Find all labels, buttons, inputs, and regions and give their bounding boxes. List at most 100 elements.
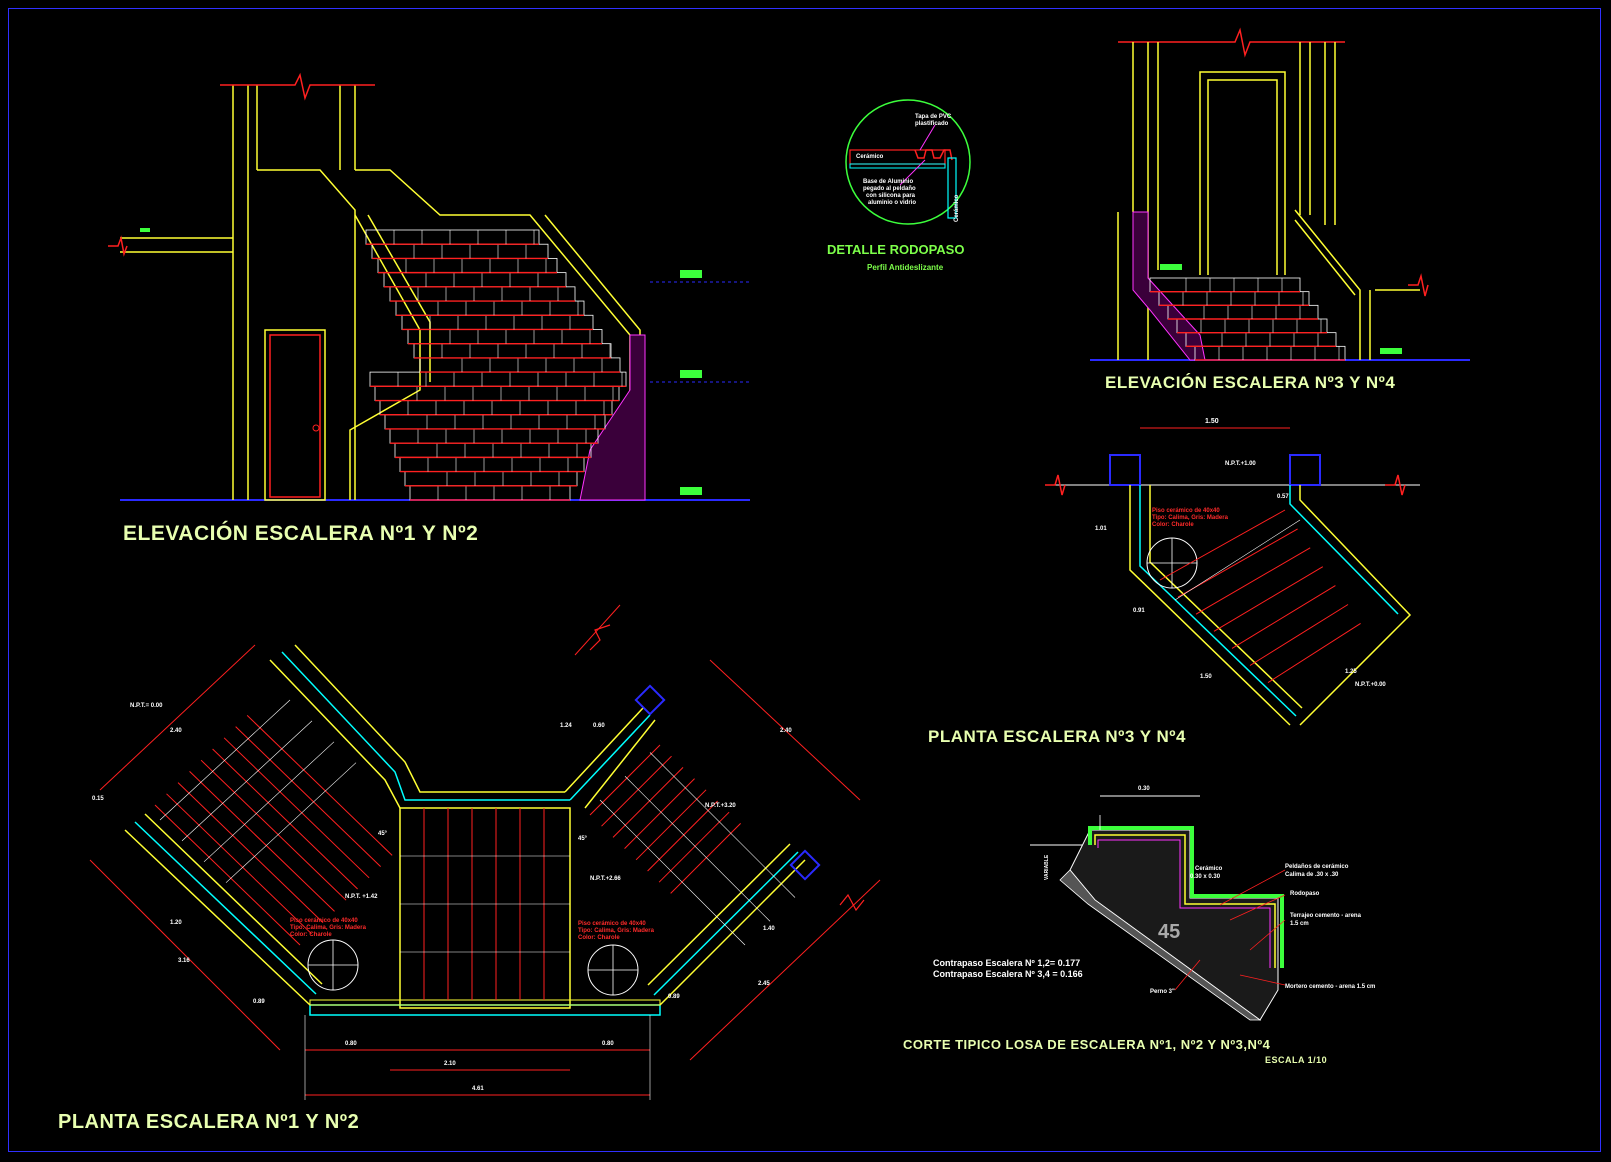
- dim-1-01: 1.01: [1095, 526, 1107, 532]
- dim-1-50-top: 1.50: [1205, 418, 1219, 425]
- level-npt-3-20: N.P.T.+3.20: [705, 803, 736, 809]
- tread-left: [246, 715, 393, 856]
- note-piso-left-b: Tipo: Calima, Gris: Madera: [290, 925, 367, 931]
- dim-2-45: 2.45: [758, 981, 770, 987]
- dim-2-40-right: 2.40: [780, 728, 792, 734]
- plan-stair-3-4: [1045, 427, 1420, 726]
- dim-0-15: 0.15: [92, 796, 104, 802]
- elevation-stair-1-2-steps: [365, 229, 627, 501]
- dim-1-50: 1.50: [1200, 674, 1212, 680]
- tread-left: [223, 737, 370, 879]
- tread-right: [670, 823, 741, 894]
- level-npt-1-42: N.P.T. +1.42: [345, 894, 378, 900]
- drawing-frame: [8, 8, 1601, 1152]
- step-riser: [369, 371, 627, 387]
- tread-edge: [1174, 519, 1301, 601]
- note-piso-right-c: Color: Charole: [578, 935, 620, 941]
- step-riser: [389, 428, 599, 444]
- label-escala: ESCALA 1/10: [1265, 1055, 1327, 1065]
- label-plastificado: plastificado: [915, 121, 949, 127]
- tread-line: [1159, 509, 1286, 581]
- dim-0-91: 0.91: [1133, 608, 1145, 614]
- step-riser: [1185, 332, 1337, 347]
- dim-0-60: 0.60: [593, 723, 605, 729]
- elevation-stair-3-4-steps: [1149, 277, 1346, 361]
- elevation-stair-3-4: [1090, 27, 1470, 361]
- step-riser: [1194, 345, 1346, 361]
- dim-0-57: 0.57: [1277, 494, 1289, 500]
- tread-left: [235, 726, 381, 867]
- note-piso-right-b: Tipo: Calima, Gris: Madera: [578, 928, 655, 934]
- label-ceramico-corte: Cerámico: [1195, 866, 1223, 872]
- label-contrapaso-1-2: Contrapaso Escalera Nº 1,2= 0.177: [933, 958, 1080, 968]
- title-corte-tipico: CORTE TIPICO LOSA DE ESCALERA Nº1, Nº2 Y…: [903, 1037, 1271, 1052]
- plan-stair-3-4-treads: [1159, 509, 1361, 684]
- note-piso-a: Piso cerámico de 40x40: [1152, 508, 1220, 514]
- title-detalle-rodopaso: DETALLE RODOPASO: [827, 242, 964, 257]
- step-riser: [419, 357, 621, 373]
- angle-45-left: 45°: [378, 831, 388, 837]
- tread-right: [647, 800, 718, 872]
- plan-stair-1-2-treads: [154, 699, 796, 1000]
- label-tapa-pvc: Tapa de PVC: [915, 114, 952, 120]
- stringer-right: [599, 799, 746, 946]
- tread-left: [200, 759, 347, 901]
- subtitle-perfil: Perfil Antideslizante: [867, 263, 944, 272]
- step-riser: [377, 258, 558, 274]
- angle-45-right: 45°: [578, 836, 588, 842]
- label-ceramico-dim: 0.30 x 0.30: [1190, 874, 1221, 880]
- title-planta-3-4: PLANTA ESCALERA Nº3 Y Nº4: [928, 727, 1186, 746]
- dim-3-16: 3.16: [178, 958, 190, 964]
- label-ceramico: Cerámico: [856, 154, 884, 160]
- note-piso-left-a: Piso cerámico de 40x40: [290, 918, 358, 924]
- label-aluminio-vidrio: aluminio o vidrio: [868, 200, 916, 206]
- title-planta-1-2: PLANTA ESCALERA Nº1 Y Nº2: [58, 1111, 359, 1133]
- step-riser: [404, 471, 578, 487]
- tread-left: [212, 748, 358, 890]
- stringer-left: [203, 741, 335, 863]
- stringer-left: [159, 699, 291, 821]
- tread-left: [166, 793, 312, 935]
- title-elevacion-3-4: ELEVACIÓN ESCALERA Nº3 Y Nº4: [1105, 373, 1395, 392]
- step-riser: [1167, 304, 1319, 320]
- section-typical-slab: 0.30 VARIABLE Cerámico 0.30 x 0.30 Pelda…: [933, 786, 1375, 1021]
- tread-right: [589, 744, 661, 816]
- label-contrapaso-3-4: Contrapaso Escalera Nº 3,4 = 0.166: [933, 969, 1083, 979]
- plan-stair-3-4-labels: 1.50 N.P.T.+1.00 N.P.T.+0.00 1.01 0.91 1…: [1095, 418, 1386, 688]
- tread-left: [177, 782, 324, 923]
- dim-1-25: 1.25: [1345, 669, 1357, 675]
- level-npt-2-66: N.P.T.+2.66: [590, 876, 621, 882]
- detail-rodopaso: Tapa de PVC plastificado Cerámico Base d…: [827, 99, 971, 272]
- note-piso-right-a: Piso cerámico de 40x40: [578, 921, 646, 927]
- label-silicona: con silicona para: [866, 193, 916, 199]
- dim-0-89-right: 0.89: [668, 994, 680, 1000]
- tread-right: [601, 755, 672, 827]
- title-elevacion-1-2: ELEVACIÓN ESCALERA Nº1 Y Nº2: [123, 521, 478, 545]
- step-riser: [399, 456, 585, 472]
- step-riser: [1149, 277, 1301, 293]
- dim-0-89-left: 0.89: [253, 999, 265, 1005]
- tread-line: [1213, 566, 1324, 632]
- tread-left: [154, 804, 301, 946]
- step-riser: [1176, 318, 1328, 334]
- dim-2-40-left: 2.40: [170, 728, 182, 734]
- label-ceramico-vertical: Cerámico: [954, 194, 960, 222]
- step-riser: [383, 272, 567, 288]
- tread-right: [635, 789, 707, 861]
- label-angle-45: 45: [1158, 921, 1180, 943]
- label-peldanos: Peldaños de cerámico: [1285, 864, 1349, 870]
- step-riser: [365, 229, 540, 245]
- plan-stair-1-2-labels: N.P.T.= 0.00 N.P.T. +1.42 N.P.T.+2.66 N.…: [92, 703, 792, 1092]
- tread-left: [189, 771, 335, 912]
- step-riser: [384, 414, 606, 430]
- label-base-aluminio: Base de Aluminio: [863, 179, 913, 185]
- step-riser: [374, 385, 620, 401]
- step-riser: [413, 343, 612, 359]
- dim-1-20: 1.20: [170, 920, 182, 926]
- dim-4-61: 4.61: [472, 1086, 484, 1092]
- step-riser: [379, 400, 613, 416]
- dim-0-30: 0.30: [1138, 786, 1150, 792]
- plan-stair-1-2: [89, 604, 881, 1100]
- label-rodopaso: Rodopaso: [1290, 891, 1320, 897]
